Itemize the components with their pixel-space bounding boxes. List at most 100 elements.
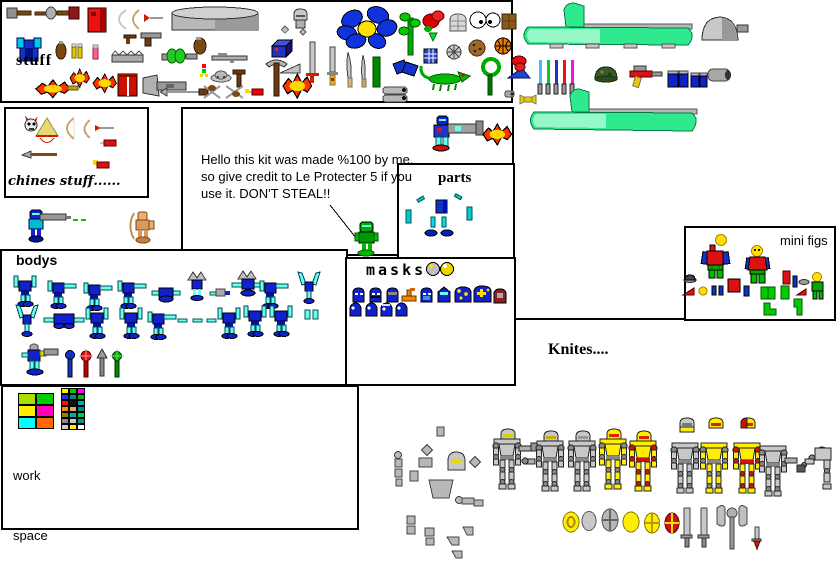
palette-swatch <box>61 418 69 424</box>
bent-figure-gray <box>796 446 832 490</box>
credit-note-line1: Hello this kit was made %100 by me. <box>201 152 414 167</box>
bazooka-figure <box>432 115 513 152</box>
masks-box <box>345 257 516 386</box>
traffic-lights-icon <box>200 64 208 77</box>
credit-note-text: Hello this kit was made %100 by me. so g… <box>201 151 506 202</box>
blue-gunner-figure <box>28 209 86 243</box>
knife2-icon <box>361 54 367 88</box>
minifig-complete-sprite <box>744 245 771 284</box>
divider-line <box>514 318 686 320</box>
stuff-label: stuff <box>16 52 53 69</box>
knife-icon <box>346 51 353 88</box>
crossed-daggers-icon <box>203 85 244 99</box>
small-sword <box>751 526 762 551</box>
palette-swatch <box>69 406 77 412</box>
blue-flower-icon <box>336 6 398 49</box>
camo-helmet-sprite <box>594 66 618 83</box>
maces-sprite <box>65 347 124 378</box>
tan-archer-figure <box>129 211 155 244</box>
round-heads-sprite <box>426 262 454 276</box>
gray-wedge-icon <box>279 63 301 74</box>
palette-swatch <box>18 417 36 429</box>
spear-icon <box>158 87 209 97</box>
credit-note-line3: use it. DON'T STEAL!! <box>201 186 331 201</box>
knight-gray-2 <box>521 430 565 492</box>
palette-swatch <box>36 417 54 429</box>
plant-icon <box>398 12 421 56</box>
spare-knight-helmet <box>447 451 466 471</box>
scattered-armor-parts <box>394 426 484 559</box>
red-canister-icon <box>87 7 107 33</box>
gray-cap-icon <box>210 70 232 83</box>
palette-swatch <box>69 412 77 418</box>
blue-box-icon <box>270 38 294 59</box>
parts-pieces <box>405 192 473 237</box>
green-mascot-figure <box>354 221 379 257</box>
cookie-icon <box>468 39 486 57</box>
green-ship-sprite <box>523 2 693 49</box>
lightsabers-sprite <box>537 60 575 95</box>
palette-swatch <box>18 393 36 405</box>
rifle-icon <box>211 53 248 63</box>
gun-body-sprite <box>21 343 59 376</box>
masks-label: masks <box>366 261 427 279</box>
mini-figs-label: mini figs <box>780 233 828 248</box>
chainsaw-icon <box>111 50 144 63</box>
straw-hat-icon <box>35 117 59 143</box>
bullets-icon <box>71 43 83 59</box>
coil-gun-icon <box>161 48 198 64</box>
wheel-icon <box>446 44 462 60</box>
palette-swatch <box>77 406 85 412</box>
armor-legs-yellow-red <box>732 442 762 494</box>
rose-icon <box>422 10 445 43</box>
palette-swatch <box>61 400 69 406</box>
palette-swatch <box>61 412 69 418</box>
red-doors-icon <box>117 73 138 97</box>
bird-sprite <box>506 62 532 79</box>
green-ship2-sprite <box>530 88 698 132</box>
green-rod-icon <box>372 56 381 88</box>
knight-gray-3 <box>567 430 597 492</box>
capsule-sprite <box>504 90 515 98</box>
double-tube-icon <box>382 86 408 103</box>
palette-swatch <box>61 388 69 394</box>
spare-helmet-3 <box>740 417 756 429</box>
palette-swatch <box>77 400 85 406</box>
armor-legs-gray <box>670 442 700 494</box>
work-space-label-line1: work <box>13 468 41 483</box>
workspace-palette-large <box>18 393 54 429</box>
knight-swords <box>680 507 710 548</box>
minifig-green-sprite <box>811 272 824 300</box>
vial-icon <box>92 44 99 60</box>
shields-row <box>562 508 680 534</box>
basketball-icon <box>494 37 512 55</box>
workspace-palette-small <box>61 388 85 430</box>
red-gun-sprite <box>629 65 663 89</box>
robot-bodies-row1 <box>13 270 321 311</box>
battle-axe-icon <box>142 74 187 97</box>
gray-tube-sprite <box>707 68 731 82</box>
flame-icon <box>282 73 313 99</box>
disc-brush-icon <box>34 6 57 20</box>
minifig-parts-sprite <box>681 270 810 297</box>
palette-swatch <box>18 405 36 417</box>
gray-cylinder-icon <box>171 6 259 31</box>
sword-icon <box>306 41 319 83</box>
gun-turret-sprite <box>701 16 749 41</box>
headless-body-gray <box>758 445 798 497</box>
chines-bows-icon <box>66 117 91 140</box>
grenade-icon <box>55 41 67 60</box>
minifig-head-sprite <box>715 234 727 246</box>
palette-swatch <box>77 418 85 424</box>
small-helmet-icon <box>293 8 308 29</box>
arrow-icon <box>144 14 163 22</box>
palette-swatch <box>77 424 85 430</box>
parts-box <box>397 163 515 259</box>
palette-swatch <box>36 405 54 417</box>
profile-masks-row <box>349 302 408 317</box>
firecracker1-icon <box>100 139 117 147</box>
palette-swatch <box>36 393 54 405</box>
firecracker-icon <box>245 88 264 96</box>
robot-bodies-row2 <box>15 304 319 340</box>
